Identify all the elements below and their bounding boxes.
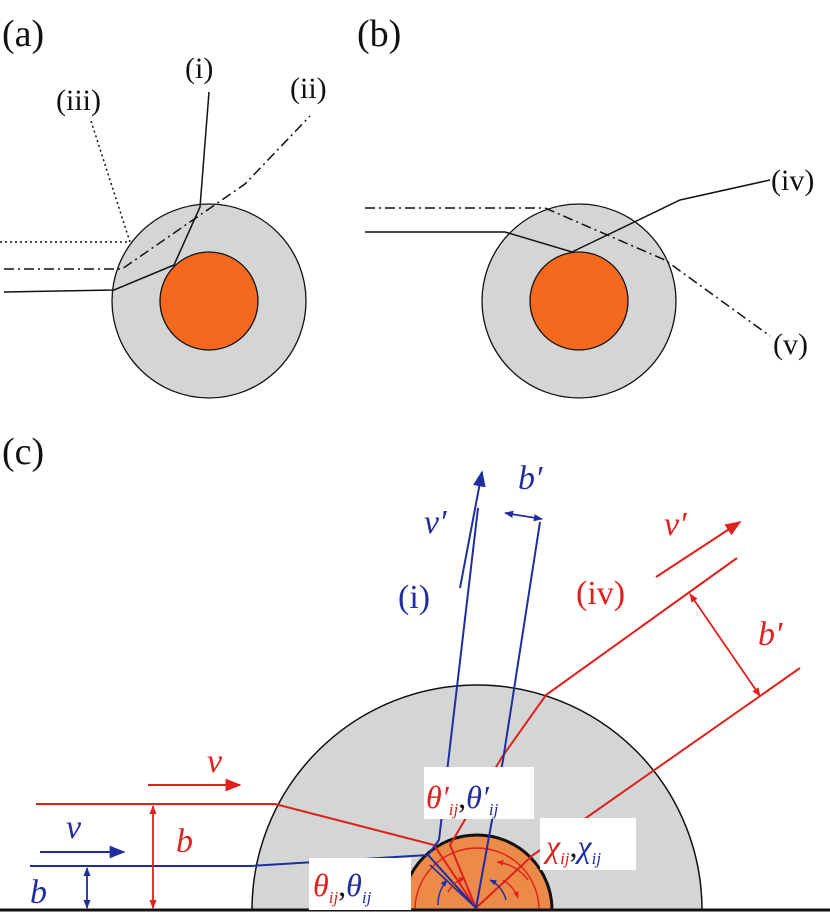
theta-red-sub: ij — [329, 888, 339, 907]
theta-sep: , — [338, 867, 346, 903]
blue-ray-parallel — [475, 521, 541, 909]
label-red-b-prime: b′ — [758, 616, 783, 653]
chi-sep: , — [570, 828, 578, 864]
core-a — [159, 251, 259, 351]
red-ray-parallel — [475, 667, 801, 909]
red-ray-incoming — [36, 803, 477, 909]
label-ray-iv: (iv) — [576, 575, 625, 612]
theta-blue: θ — [346, 867, 362, 903]
ray-v — [365, 207, 771, 337]
ray-ii-label: (ii) — [290, 72, 327, 105]
chi-label-box — [540, 818, 636, 870]
theta-prime-label-box — [424, 767, 534, 819]
angle-arc-chi-red-2 — [496, 859, 529, 881]
ray-iv-label: (iv) — [771, 164, 814, 197]
label-blue-v: v — [66, 809, 82, 846]
chi-blue: χ — [575, 828, 593, 864]
panel-a: (a) (i) (ii) (iii) — [0, 13, 327, 399]
label-blue-v-prime: v′ — [424, 504, 447, 541]
ray-iii — [0, 117, 132, 243]
theta-red: θ — [313, 867, 329, 903]
angle-arc-theta-blue — [437, 879, 448, 906]
label-blue-b-prime: b′ — [518, 460, 543, 497]
ray-v-label: (v) — [773, 328, 808, 361]
blue-impact-b-prime — [504, 510, 543, 522]
panel-c-label: (c) — [2, 431, 44, 473]
blue-radius — [429, 864, 477, 909]
panel-c: (c) — [0, 431, 830, 912]
ray-ii — [4, 115, 311, 270]
panel-b: (b) (iv) (v) — [357, 13, 814, 399]
red-impact-b-prime — [689, 593, 761, 697]
theta-prime-red: θ′ — [426, 779, 450, 815]
theta-prime-blue: θ′ — [466, 779, 490, 815]
angle-arc-chi-blue — [489, 879, 507, 901]
ray-i — [3, 91, 210, 293]
red-velocity-prime-arrow — [655, 521, 742, 578]
ray-iv — [365, 179, 771, 253]
ray-i-label: (i) — [185, 52, 213, 85]
label-ray-i: (i) — [398, 579, 430, 616]
label-blue-b: b — [30, 874, 47, 911]
angle-arc-chi-red — [502, 879, 519, 899]
ray-iii-label: (iii) — [56, 84, 101, 117]
blue-ray-outgoing — [427, 507, 479, 856]
label-chi: χij,χij — [543, 828, 601, 868]
theta-prime-sep: , — [458, 779, 466, 815]
blue-velocity-prime-arrow — [459, 470, 486, 589]
theta-prime-red-sub: ij — [449, 800, 459, 819]
label-theta: θij,θij — [313, 867, 372, 907]
theta-label-box — [309, 858, 411, 910]
core-b — [529, 251, 629, 351]
theta-blue-sub: ij — [362, 888, 372, 907]
chi-red: χ — [543, 828, 561, 864]
chi-red-sub: ij — [560, 849, 570, 868]
label-red-v: v — [207, 743, 223, 780]
core-inner-arc — [414, 847, 540, 911]
theta-prime-blue-sub: ij — [489, 800, 499, 819]
panel-a-label: (a) — [2, 13, 44, 55]
label-red-v-prime: v′ — [664, 506, 687, 543]
panel-b-label: (b) — [357, 13, 401, 55]
red-ray-outgoing — [448, 557, 738, 909]
chi-blue-sub: ij — [592, 849, 602, 868]
angle-arc-theta-red — [447, 877, 466, 893]
label-theta-prime: θ′ij,θ′ij — [426, 779, 499, 819]
label-red-b: b — [176, 823, 193, 860]
